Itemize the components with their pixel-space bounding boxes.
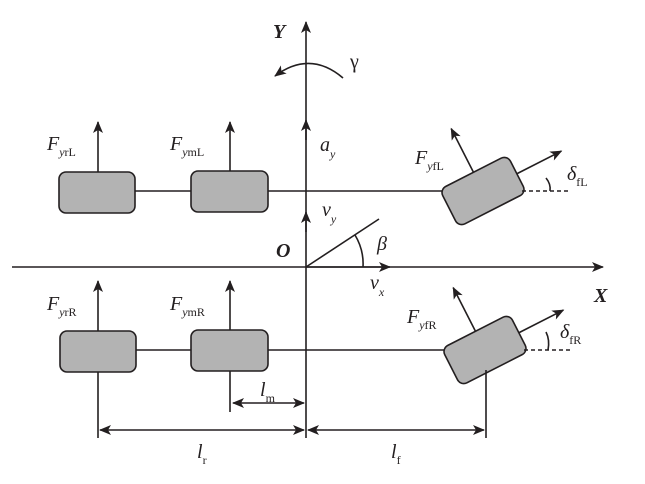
steer-label-right: δfR <box>560 321 581 347</box>
force-label-rear-right: FyrR <box>46 293 77 319</box>
steer-angle-arc-left <box>545 177 551 192</box>
force-label-front-left: FyfL <box>414 147 444 173</box>
force-arrow-front-right <box>452 286 477 332</box>
velocity-direction-line <box>305 218 380 268</box>
wheel-mid-right <box>190 329 269 372</box>
force-label-rear-left: FyrL <box>46 133 76 159</box>
force-label-mid-right: FymR <box>169 293 205 319</box>
sideslip-label: β <box>376 233 387 255</box>
origin-label: O <box>276 240 290 262</box>
force-label-mid-left: FymL <box>169 133 204 159</box>
wheel-rear-left <box>58 171 136 214</box>
force-label-front-right: FyfR <box>406 306 437 332</box>
vy-label: vy <box>322 199 337 226</box>
heading-arrow-front-right <box>518 309 565 334</box>
wheel-rear-right <box>59 330 137 373</box>
lf-label: lf <box>391 441 401 467</box>
steer-label-left: δfL <box>567 163 588 189</box>
wheel-mid-left <box>190 170 269 213</box>
heading-arrow-front-left <box>516 150 563 175</box>
force-arrow-front-left <box>450 127 475 173</box>
yaw-rate-label: γ <box>349 51 359 73</box>
y-axis-label: Y <box>273 21 287 43</box>
steer-angle-arc-right <box>545 331 550 351</box>
yaw-rate-arc <box>274 62 344 79</box>
sideslip-angle-arc <box>354 234 364 268</box>
wheel-front-right <box>443 315 527 385</box>
lm-label: lm <box>260 379 276 405</box>
lateral-accel-label: ay <box>320 134 336 161</box>
lr-label: lr <box>197 441 207 467</box>
wheel-front-left <box>441 156 525 226</box>
x-axis-label: X <box>593 285 608 307</box>
vx-label: vx <box>370 272 385 299</box>
